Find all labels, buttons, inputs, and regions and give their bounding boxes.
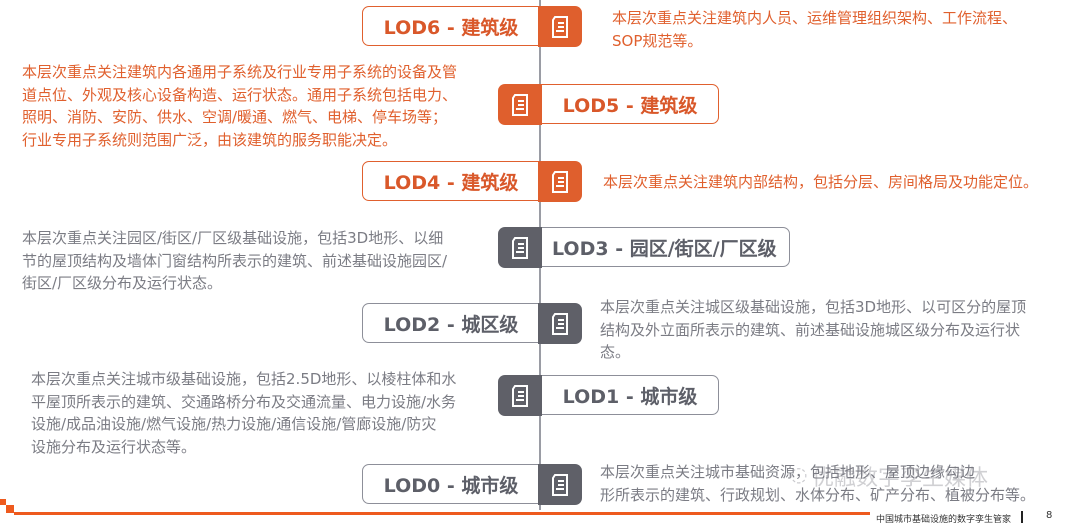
desc-line: 行业专用子系统则范围广泛，由该建筑的服务职能决定。 bbox=[22, 130, 398, 149]
lod6-label: LOD6 - 建筑级 bbox=[362, 6, 540, 46]
document-icon bbox=[498, 375, 542, 416]
document-icon bbox=[498, 227, 542, 268]
desc-line: 本层次重点关注城市级基础设施，包括2.5D地形、以棱柱体和水 bbox=[31, 370, 457, 388]
document-icon bbox=[538, 464, 582, 505]
lod3-label: LOD3 - 园区/街区/厂区级 bbox=[541, 227, 790, 267]
desc-line: 本层次重点关注城市基础资源，包括地形、屋顶边缘勾边 bbox=[600, 463, 976, 481]
desc-line: 节的屋顶结构及墙体门窗结构所表示的建筑、前述基础设施园区/ bbox=[22, 251, 448, 270]
desc-line: 形所表示的建筑、行政规划、水体分布、矿产分布、植被分布等。 bbox=[600, 485, 1036, 504]
lod0-node: LOD0 - 城市级 bbox=[362, 464, 582, 505]
lod5-node: LOD5 - 建筑级 bbox=[498, 84, 719, 125]
document-icon bbox=[498, 84, 542, 125]
wechat-icon: ◌ bbox=[790, 462, 808, 486]
lod5-description: 本层次重点关注建筑内各通用子系统及行业专用子系统的设备及管 道点位、外观及核心设… bbox=[22, 61, 457, 151]
desc-line: 照明、消防、安防、供水、空调/暖通、燃气、电梯、停车场等； bbox=[22, 108, 448, 126]
document-icon bbox=[538, 303, 582, 344]
desc-line: 本层次重点关注建筑内人员、运维管理组织架构、工作流程、 bbox=[612, 9, 1018, 27]
page-number: 8 bbox=[1046, 510, 1053, 521]
desc-line: 本层次重点关注园区/街区/厂区级基础设施，包括3D地形、以细 bbox=[22, 229, 444, 247]
footer-decoration bbox=[0, 499, 6, 505]
lod6-node: LOD6 - 建筑级 bbox=[362, 6, 582, 47]
desc-line: 态。 bbox=[600, 343, 631, 361]
lod4-description: 本层次重点关注建筑内部结构，包括分层、房间格局及功能定位。 bbox=[603, 171, 1038, 194]
footer-title: 中国城市基础设施的数字孪生管家 bbox=[876, 515, 1012, 525]
document-icon bbox=[538, 161, 582, 202]
desc-line: 平屋顶所表示的建筑、交通路桥分布及交通流量、电力设施/水务 bbox=[31, 392, 457, 411]
desc-line: 本层次重点关注建筑内各通用子系统及行业专用子系统的设备及管 bbox=[22, 63, 458, 81]
desc-line: 设施/成品油设施/燃气设施/热力设施/通信设施/管廊设施/防灾 bbox=[31, 415, 437, 433]
lod1-node: LOD1 - 城市级 bbox=[498, 375, 719, 416]
desc-line: 本层次重点关注建筑内部结构，包括分层、房间格局及功能定位。 bbox=[603, 173, 1039, 191]
desc-line: 街区/厂区级分布及运行状态。 bbox=[22, 274, 223, 292]
desc-line: 道点位、外观及核心设备构造、运行状态。通用子系统包括电力、 bbox=[22, 85, 458, 104]
lod1-description: 本层次重点关注城市级基础设施，包括2.5D地形、以棱柱体和水 平屋顶所表示的建筑… bbox=[31, 368, 456, 458]
lod5-label: LOD5 - 建筑级 bbox=[541, 84, 719, 124]
desc-line: SOP规范等。 bbox=[612, 31, 703, 50]
lod4-label: LOD4 - 建筑级 bbox=[362, 161, 540, 201]
desc-line: 设施分布及运行状态等。 bbox=[31, 437, 197, 456]
lod3-description: 本层次重点关注园区/街区/厂区级基础设施，包括3D地形、以细 节的屋顶结构及墙体… bbox=[22, 227, 447, 295]
lod1-label: LOD1 - 城市级 bbox=[541, 375, 719, 415]
document-icon bbox=[538, 6, 582, 47]
footer-divider bbox=[14, 512, 870, 515]
watermark: 优融数字孪生媒体 bbox=[812, 466, 989, 491]
lod2-label: LOD2 - 城区级 bbox=[362, 303, 540, 343]
footer-decoration bbox=[6, 505, 14, 513]
desc-line: 结构及外立面所表示的建筑、前述基础设施城区级分布及运行状 bbox=[600, 320, 1021, 339]
desc-line: 本层次重点关注城区级基础设施，包括3D地形、以可区分的屋顶 bbox=[600, 298, 1027, 316]
lod0-description: 本层次重点关注城市基础资源，包括地形、屋顶边缘勾边 形所表示的建筑、行政规划、水… bbox=[600, 461, 1035, 506]
footer-separator bbox=[1021, 511, 1023, 523]
lod2-node: LOD2 - 城区级 bbox=[362, 303, 582, 344]
lod2-description: 本层次重点关注城区级基础设施，包括3D地形、以可区分的屋顶 结构及外立面所表示的… bbox=[600, 296, 1026, 364]
lod4-node: LOD4 - 建筑级 bbox=[362, 161, 582, 202]
lod6-description: 本层次重点关注建筑内人员、运维管理组织架构、工作流程、 SOP规范等。 bbox=[612, 7, 1017, 52]
lod0-label: LOD0 - 城市级 bbox=[362, 464, 540, 504]
